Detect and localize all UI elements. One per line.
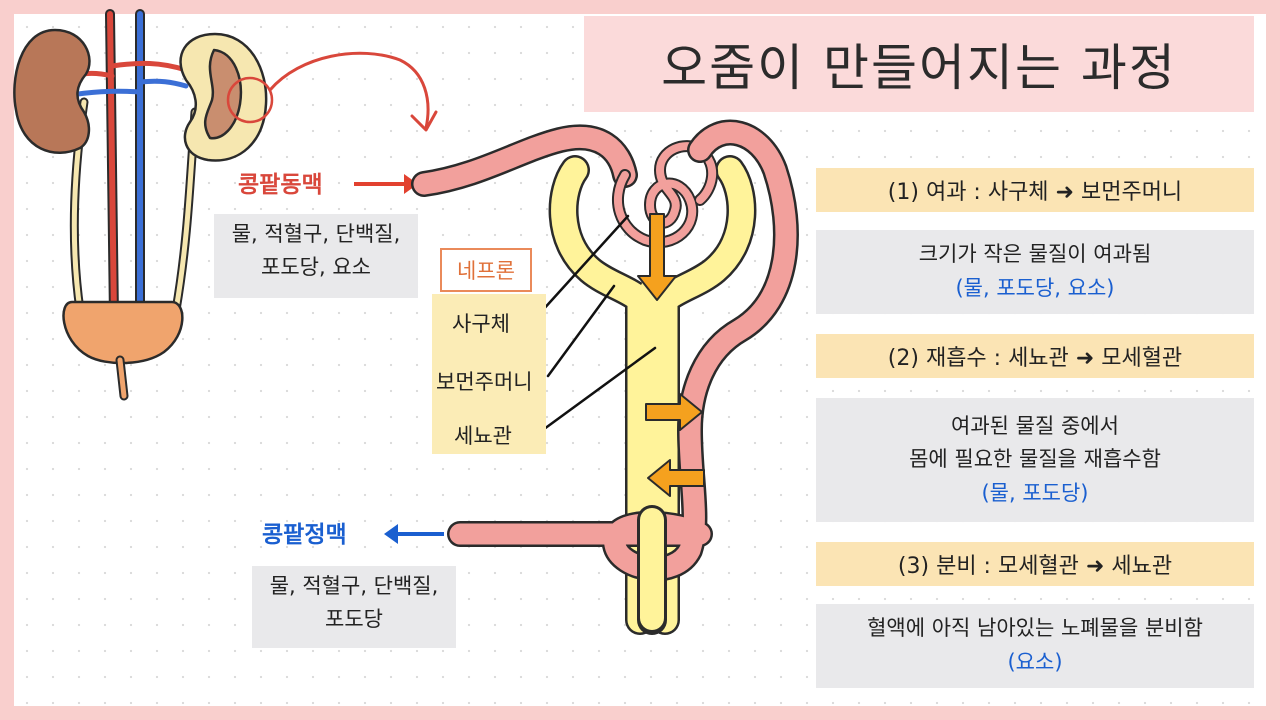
reabsorption-arrow [645, 393, 703, 431]
step-secretion-description: 혈액에 아직 남아있는 노폐물을 분비함 (요소) [816, 604, 1254, 688]
right-renal-artery [109, 60, 189, 73]
secretion-arrow [647, 459, 705, 497]
afferent-arteriole-fill [413, 126, 636, 195]
step-reabsorption-heading: (2) 재흡수 : 세뇨관 ➜ 모세혈관 [816, 334, 1254, 378]
urinary-system-illustration [13, 9, 268, 401]
bladder [62, 300, 184, 365]
step-secretion-heading: (3) 분비 : 모세혈관 ➜ 세뇨관 [816, 542, 1254, 586]
step-filtration-description: 크기가 작은 물질이 여과됨 (물, 포도당, 요소) [816, 230, 1254, 314]
filtration-arrow [637, 213, 677, 301]
renal-vein-contents-line1: 물, 적혈구, 단백질, [269, 574, 439, 598]
renal-vein-contents: 물, 적혈구, 단백질, 포도당 [252, 566, 456, 648]
process-arrows [637, 213, 705, 497]
tubule-leader [538, 346, 657, 434]
capsule-leader [546, 284, 616, 378]
step-reabsorption-line2: 몸에 필요한 물질을 재흡수함 [909, 447, 1161, 472]
nephron-label: 네프론 [440, 248, 532, 292]
renal-artery-label: 콩팥동맥 [238, 172, 323, 198]
page-title: 오줌이 만들어지는 과정 [661, 39, 1177, 97]
step-reabsorption-description: 여과된 물질 중에서 몸에 필요한 물질을 재흡수함 (물, 포도당) [816, 398, 1254, 522]
step-secretion-line: 혈액에 아직 남아있는 노폐물을 분비함 [867, 616, 1203, 641]
nephron-parts-box: 사구체 보먼주머니 세뇨관 [432, 294, 546, 454]
glomerulus-leader [530, 214, 630, 324]
zoom-circle [226, 76, 274, 124]
step-filtration-substances: (물, 포도당, 요소) [955, 276, 1115, 300]
zoom-arrow [268, 51, 430, 130]
step-secretion-substances: (요소) [1007, 650, 1063, 674]
leader-lines [530, 214, 657, 434]
step-reabsorption-substances: (물, 포도당) [981, 480, 1089, 505]
right-renal-vein [137, 78, 189, 89]
nephron-illustration [411, 119, 799, 635]
left-kidney [13, 28, 91, 154]
part-tubule: 세뇨관 [454, 424, 512, 448]
step-filtration-heading: (1) 여과 : 사구체 ➜ 보먼주머니 [816, 168, 1254, 212]
renal-vein-label: 콩팥정맥 [262, 522, 347, 548]
renal-artery-contents-line1: 물, 적혈구, 단백질, [231, 222, 401, 246]
part-bowman-capsule: 보먼주머니 [436, 370, 533, 394]
title-band [584, 16, 1254, 112]
zoom-arrow-head [410, 110, 438, 132]
renal-artery-contents: 물, 적혈구, 단백질, 포도당, 요소 [214, 214, 418, 298]
vein-arrow-head [384, 524, 398, 544]
right-kidney-medulla [203, 48, 243, 140]
step-reabsorption-line1: 여과된 물질 중에서 [951, 413, 1119, 438]
renal-vein-contents-line2: 포도당 [325, 606, 383, 631]
aorta-fill [107, 11, 117, 321]
part-glomerulus: 사구체 [452, 312, 510, 336]
step-filtration-line: 크기가 작은 물질이 여과됨 [918, 242, 1152, 267]
urethra-fill [117, 357, 127, 399]
tubule-fill-right [652, 157, 754, 633]
tubule-fill [551, 157, 653, 633]
renal-artery-contents-line2: 포도당, 요소 [261, 254, 371, 279]
